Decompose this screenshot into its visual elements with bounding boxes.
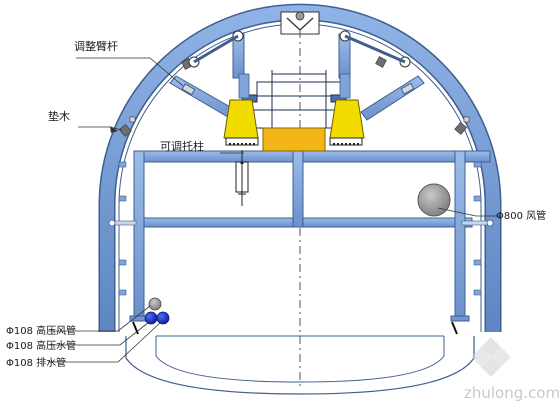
label-hp-water-pipe: Φ108 高压水管 — [6, 339, 76, 352]
label-vent-pipe: Φ800 风管 — [496, 209, 546, 222]
carriage-block — [262, 127, 326, 152]
hp-air-pipe — [148, 297, 162, 311]
adjustable-post — [235, 150, 249, 206]
watermark: zhulong.com — [464, 337, 560, 402]
leader-lines — [48, 57, 500, 363]
invert-lining — [125, 335, 475, 395]
base-anchors — [132, 321, 458, 335]
lifting-jack-right — [329, 73, 365, 146]
label-pad-wood: 垫木 — [48, 109, 70, 123]
lifting-jack-left — [223, 73, 259, 146]
tie-rods — [108, 219, 494, 227]
label-hp-air-pipe: Φ108 高压风管 — [6, 324, 76, 337]
label-adjust-arm: 调整臂杆 — [74, 39, 118, 53]
drain-pipe — [156, 311, 170, 325]
vent-duct — [417, 183, 451, 217]
label-adjustable-post: 可调托柱 — [160, 139, 204, 153]
service-pipes — [144, 297, 170, 325]
leader-arrow — [110, 126, 118, 133]
watermark-text: zhulong.com — [464, 384, 560, 402]
hp-water-pipe — [144, 311, 158, 325]
crown-anchor — [280, 11, 320, 35]
side-wall-ribs — [118, 161, 482, 296]
label-drain-pipe: Φ108 排水管 — [6, 356, 66, 369]
gantry-frame — [129, 150, 491, 322]
adjust-arms-left — [169, 30, 245, 121]
